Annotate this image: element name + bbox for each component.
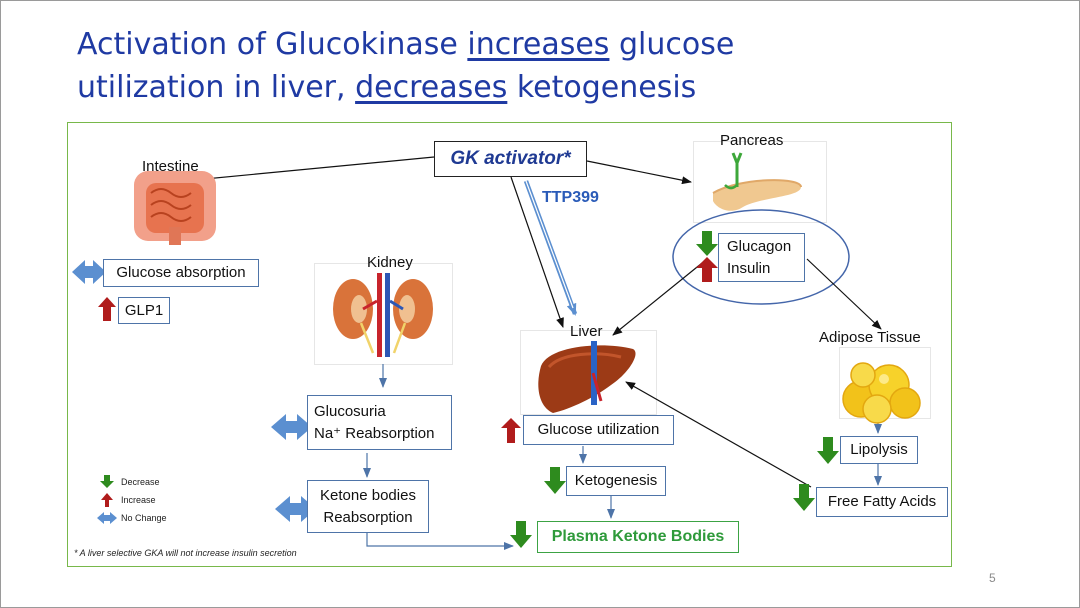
adipose-tissue-label: Adipose Tissue xyxy=(819,329,921,346)
pancreas-icon xyxy=(712,152,802,211)
liver-icon xyxy=(538,341,636,413)
na-reabsorption-text: Na⁺ Reabsorption xyxy=(314,424,435,442)
increase-arrow-insulin xyxy=(696,257,718,282)
hormone-ellipse xyxy=(672,209,850,305)
title-part-2: glucose xyxy=(609,27,735,62)
slide-title: Activation of Glucokinase increases gluc… xyxy=(77,23,734,109)
arrow-ffa-to-liver xyxy=(625,381,812,488)
plasma-ketone-bodies-box: Plasma Ketone Bodies xyxy=(537,521,739,553)
legend-no-change-label: No Change xyxy=(121,513,167,523)
ttp399-label: TTP399 xyxy=(542,189,599,206)
glucose-absorption-box: Glucose absorption xyxy=(103,259,259,287)
arrow-gk-to-liver xyxy=(510,176,564,328)
legend-decrease-icon xyxy=(100,475,114,488)
arrow-gk-to-pancreas xyxy=(586,160,692,185)
diagram-frame xyxy=(67,122,952,567)
intestine-label: Intestine xyxy=(142,158,199,175)
reabsorption-text: Reabsorption xyxy=(323,508,413,526)
page-number: 5 xyxy=(989,571,996,585)
decrease-arrow-plasma-ketone xyxy=(510,521,532,548)
decrease-arrow-lipolysis xyxy=(817,437,839,464)
kidney-icon xyxy=(333,273,433,357)
title-part-3: utilization in liver, xyxy=(77,70,356,105)
glucose-utilization-box: Glucose utilization xyxy=(523,415,674,445)
increase-arrow-glp1 xyxy=(98,297,116,321)
increase-arrow-glucose-utilization xyxy=(501,418,521,443)
free-fatty-acids-box: Free Fatty Acids xyxy=(816,487,948,517)
no-change-arrow-glucosuria xyxy=(271,414,312,440)
arrow-pancreas-to-liver xyxy=(612,258,708,336)
liver-label: Liver xyxy=(570,323,603,340)
glucagon-text: Glucagon xyxy=(727,237,792,255)
no-change-arrow-glucose-absorption xyxy=(72,260,106,284)
arrow-gk-to-intestine xyxy=(183,156,435,185)
legend-increase-icon xyxy=(101,493,113,507)
pancreas-label: Pancreas xyxy=(720,132,784,149)
arrow-pancreas-to-adipose xyxy=(806,258,882,330)
glucosuria-box: Glucosuria Na⁺ Reabsorption xyxy=(307,395,452,450)
glucosuria-text: Glucosuria xyxy=(314,402,386,420)
insulin-text: Insulin xyxy=(727,259,771,277)
ketone-bodies-text: Ketone bodies xyxy=(320,486,416,504)
gk-activator-box: GK activator* xyxy=(434,141,587,177)
glucagon-insulin-box: Glucagon Insulin xyxy=(718,233,805,282)
title-part-4: ketogenesis xyxy=(507,70,697,105)
footnote: * A liver selective GKA will not increas… xyxy=(74,548,297,558)
ketogenesis-box: Ketogenesis xyxy=(566,466,666,496)
lipolysis-box: Lipolysis xyxy=(840,436,918,464)
title-part-1: Activation of Glucokinase xyxy=(77,27,468,62)
legend-increase-label: Increase xyxy=(121,495,156,505)
glp1-box: GLP1 xyxy=(118,297,170,324)
title-decreases: decreases xyxy=(355,70,508,105)
decrease-arrow-ffa xyxy=(793,484,815,511)
kidney-label: Kidney xyxy=(367,254,413,271)
intestine-icon xyxy=(134,171,216,245)
decrease-arrow-glucagon xyxy=(696,231,718,256)
adipose-icon xyxy=(842,362,921,424)
arrow-ketone-to-plasma xyxy=(366,533,514,550)
no-change-arrow-ketone xyxy=(275,496,316,522)
ketone-reabsorption-box: Ketone bodies Reabsorption xyxy=(307,480,429,533)
legend-no-change-icon xyxy=(97,512,117,524)
title-increases: increases xyxy=(467,27,610,62)
decrease-arrow-ketogenesis xyxy=(544,467,566,494)
legend-decrease-label: Decrease xyxy=(121,477,160,487)
